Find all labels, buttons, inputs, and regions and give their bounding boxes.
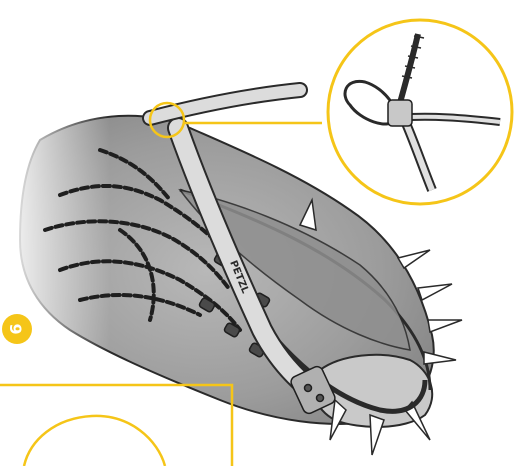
step-number: 6 <box>9 323 25 334</box>
next-step-callout-arc <box>24 416 165 466</box>
magnified-detail-callout <box>328 20 512 204</box>
next-step-frame <box>0 385 232 466</box>
step-number-badge: 6 <box>2 314 32 344</box>
